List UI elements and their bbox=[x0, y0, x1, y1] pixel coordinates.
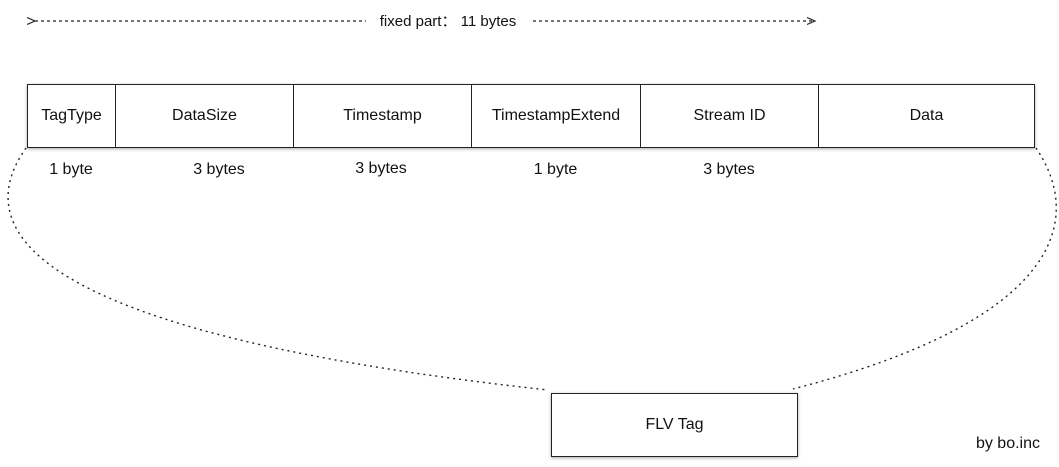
size-datasize: 3 bytes bbox=[193, 161, 245, 178]
author-credit: by bo.inc bbox=[975, 435, 1040, 452]
flv-tag-box: FLV Tag bbox=[551, 393, 798, 457]
tag-header-fields: TagType DataSize Timestamp TimestampExte… bbox=[27, 84, 1035, 148]
field-datasize: DataSize bbox=[116, 85, 294, 147]
field-timestampextend: TimestampExtend bbox=[472, 85, 641, 147]
field-timestamp: Timestamp bbox=[294, 85, 472, 147]
size-timestamp: 3 bytes bbox=[355, 160, 407, 177]
fixed-part-label: fixed part： 11 bytes bbox=[366, 12, 530, 32]
field-data: Data bbox=[909, 107, 944, 124]
field-tagtype: TagType bbox=[28, 85, 116, 147]
size-tagtype: 1 byte bbox=[49, 161, 93, 178]
field-stream-id: Stream ID bbox=[641, 85, 819, 147]
size-timestampextend: 1 byte bbox=[533, 161, 578, 178]
size-stream-id: 3 bytes bbox=[703, 161, 755, 178]
expand-curve-left bbox=[7, 147, 549, 391]
expand-curve-right bbox=[792, 147, 1057, 390]
flv-tag-label: FLV Tag bbox=[645, 416, 704, 433]
